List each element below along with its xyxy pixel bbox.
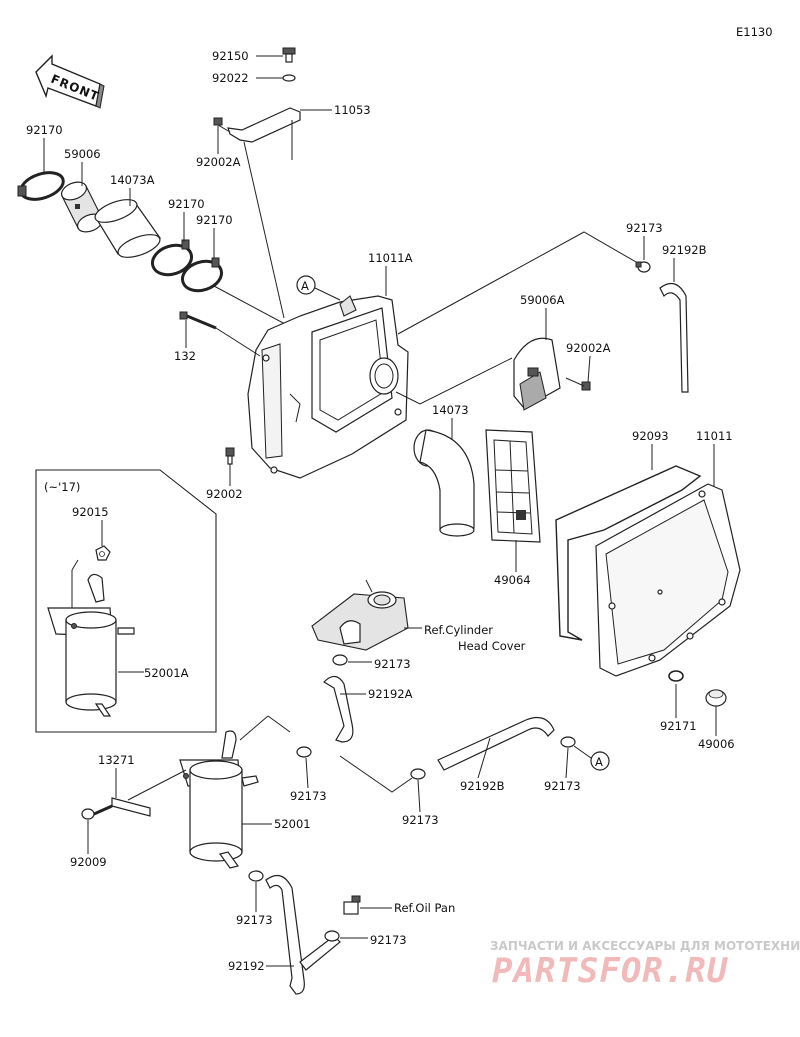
label-14073A: 14073A	[110, 173, 155, 187]
label-14073: 14073	[432, 403, 469, 417]
label-13271: 13271	[98, 753, 135, 767]
separator-52001A	[47, 573, 135, 717]
label-92192B-bottom: 92192B	[460, 779, 505, 793]
label-92173-a: 92173	[290, 789, 327, 803]
cylinder-head-cover-ref	[311, 579, 409, 651]
oil-pan-fitting-ref	[343, 895, 361, 915]
ref-cylinder-line2: Head Cover	[458, 639, 526, 653]
clamp-92170-mid	[150, 239, 194, 277]
hose-92192A	[323, 675, 354, 743]
label-92015: 92015	[72, 505, 109, 519]
separator-52001	[179, 730, 259, 869]
ref-cylinder-line1: Ref.Cylinder	[424, 623, 493, 637]
clamp-92173-c	[560, 736, 576, 748]
hose-92192B-top	[659, 282, 689, 393]
year-note: (~'17)	[44, 480, 80, 494]
label-92022: 92022	[212, 71, 249, 85]
bolt-92002A-top	[213, 117, 231, 133]
label-92002A-right: 92002A	[566, 341, 611, 355]
label-92173-e: 92173	[370, 933, 407, 947]
bracket-13271	[111, 797, 151, 817]
label-92093: 92093	[632, 429, 669, 443]
label-92171: 92171	[660, 719, 697, 733]
label-132: 132	[174, 349, 196, 363]
bolt-92002A-right	[565, 377, 591, 391]
clamp-92170-left	[17, 171, 65, 201]
callout-A-bottom: A	[573, 745, 610, 771]
inset-frame	[35, 469, 217, 733]
hose-92192	[265, 874, 305, 995]
label-52001A: 52001A	[144, 666, 189, 680]
hose-92192B-bottom	[437, 717, 555, 771]
label-92009: 92009	[70, 855, 107, 869]
clamp-92173-e	[324, 930, 340, 942]
duct-14073A	[94, 199, 161, 258]
clamp-92173-top	[635, 261, 651, 273]
cap-49006	[705, 689, 727, 707]
air-cleaner-cover-11011	[595, 483, 741, 677]
watermark-brand: PARTSFOR.RU	[492, 951, 729, 991]
label-92192: 92192	[228, 959, 265, 973]
label-92192B-top: 92192B	[662, 243, 707, 257]
nut-92015	[95, 545, 111, 561]
label-92173-d: 92173	[236, 913, 273, 927]
bolt-132	[179, 311, 217, 330]
label-11011: 11011	[696, 429, 733, 443]
label-92173-top: 92173	[626, 221, 663, 235]
label-92192A: 92192A	[368, 687, 413, 701]
label-92173-c: 92173	[544, 779, 581, 793]
clamp-92173-center	[332, 654, 348, 666]
gasket-92093	[555, 465, 702, 641]
label-92170-left: 92170	[26, 123, 63, 137]
label-59006A: 59006A	[520, 293, 565, 307]
label-49006: 49006	[698, 737, 735, 751]
ref-oil-pan: Ref.Oil Pan	[394, 901, 455, 915]
clamp-92173-d	[248, 870, 264, 882]
washer-92022	[282, 74, 296, 82]
label-92173-b: 92173	[402, 813, 439, 827]
diagram-code: E1130	[736, 25, 773, 39]
cover-59006A	[513, 337, 561, 411]
bracket-11053	[227, 107, 301, 143]
label-49064: 49064	[494, 573, 531, 587]
label-52001: 52001	[274, 817, 311, 831]
label-59006: 59006	[64, 147, 101, 161]
filter-element-49064	[485, 429, 541, 543]
watermark-tagline: ЗАПЧАСТИ И АКСЕССУАРЫ ДЛЯ МОТОТЕХНИКИ	[490, 939, 800, 953]
duct-59006	[60, 181, 104, 233]
label-11053: 11053	[334, 103, 371, 117]
label-11011A: 11011A	[368, 251, 413, 265]
callout-A-top: A	[296, 275, 341, 301]
clip-92171	[668, 670, 684, 682]
front-arrow-icon: FRONT	[35, 54, 105, 109]
label-92002: 92002	[206, 487, 243, 501]
clamp-92173-a	[296, 746, 312, 758]
label-92170-mid2: 92170	[196, 213, 233, 227]
air-cleaner-housing-11011A	[247, 295, 409, 479]
bolt-92002	[225, 447, 235, 465]
label-92173-center: 92173	[374, 657, 411, 671]
bolt-92150	[282, 47, 296, 63]
clamp-92173-b	[410, 768, 426, 780]
callout-a-top-text: A	[301, 279, 309, 293]
callout-a-bottom-text: A	[595, 755, 603, 769]
clamp-92170-mid2	[180, 257, 224, 293]
elbow-duct-14073	[413, 429, 475, 537]
label-92002A-top: 92002A	[196, 155, 241, 169]
label-92150: 92150	[212, 49, 249, 63]
bolt-92009	[81, 804, 113, 820]
label-92170-mid: 92170	[168, 197, 205, 211]
